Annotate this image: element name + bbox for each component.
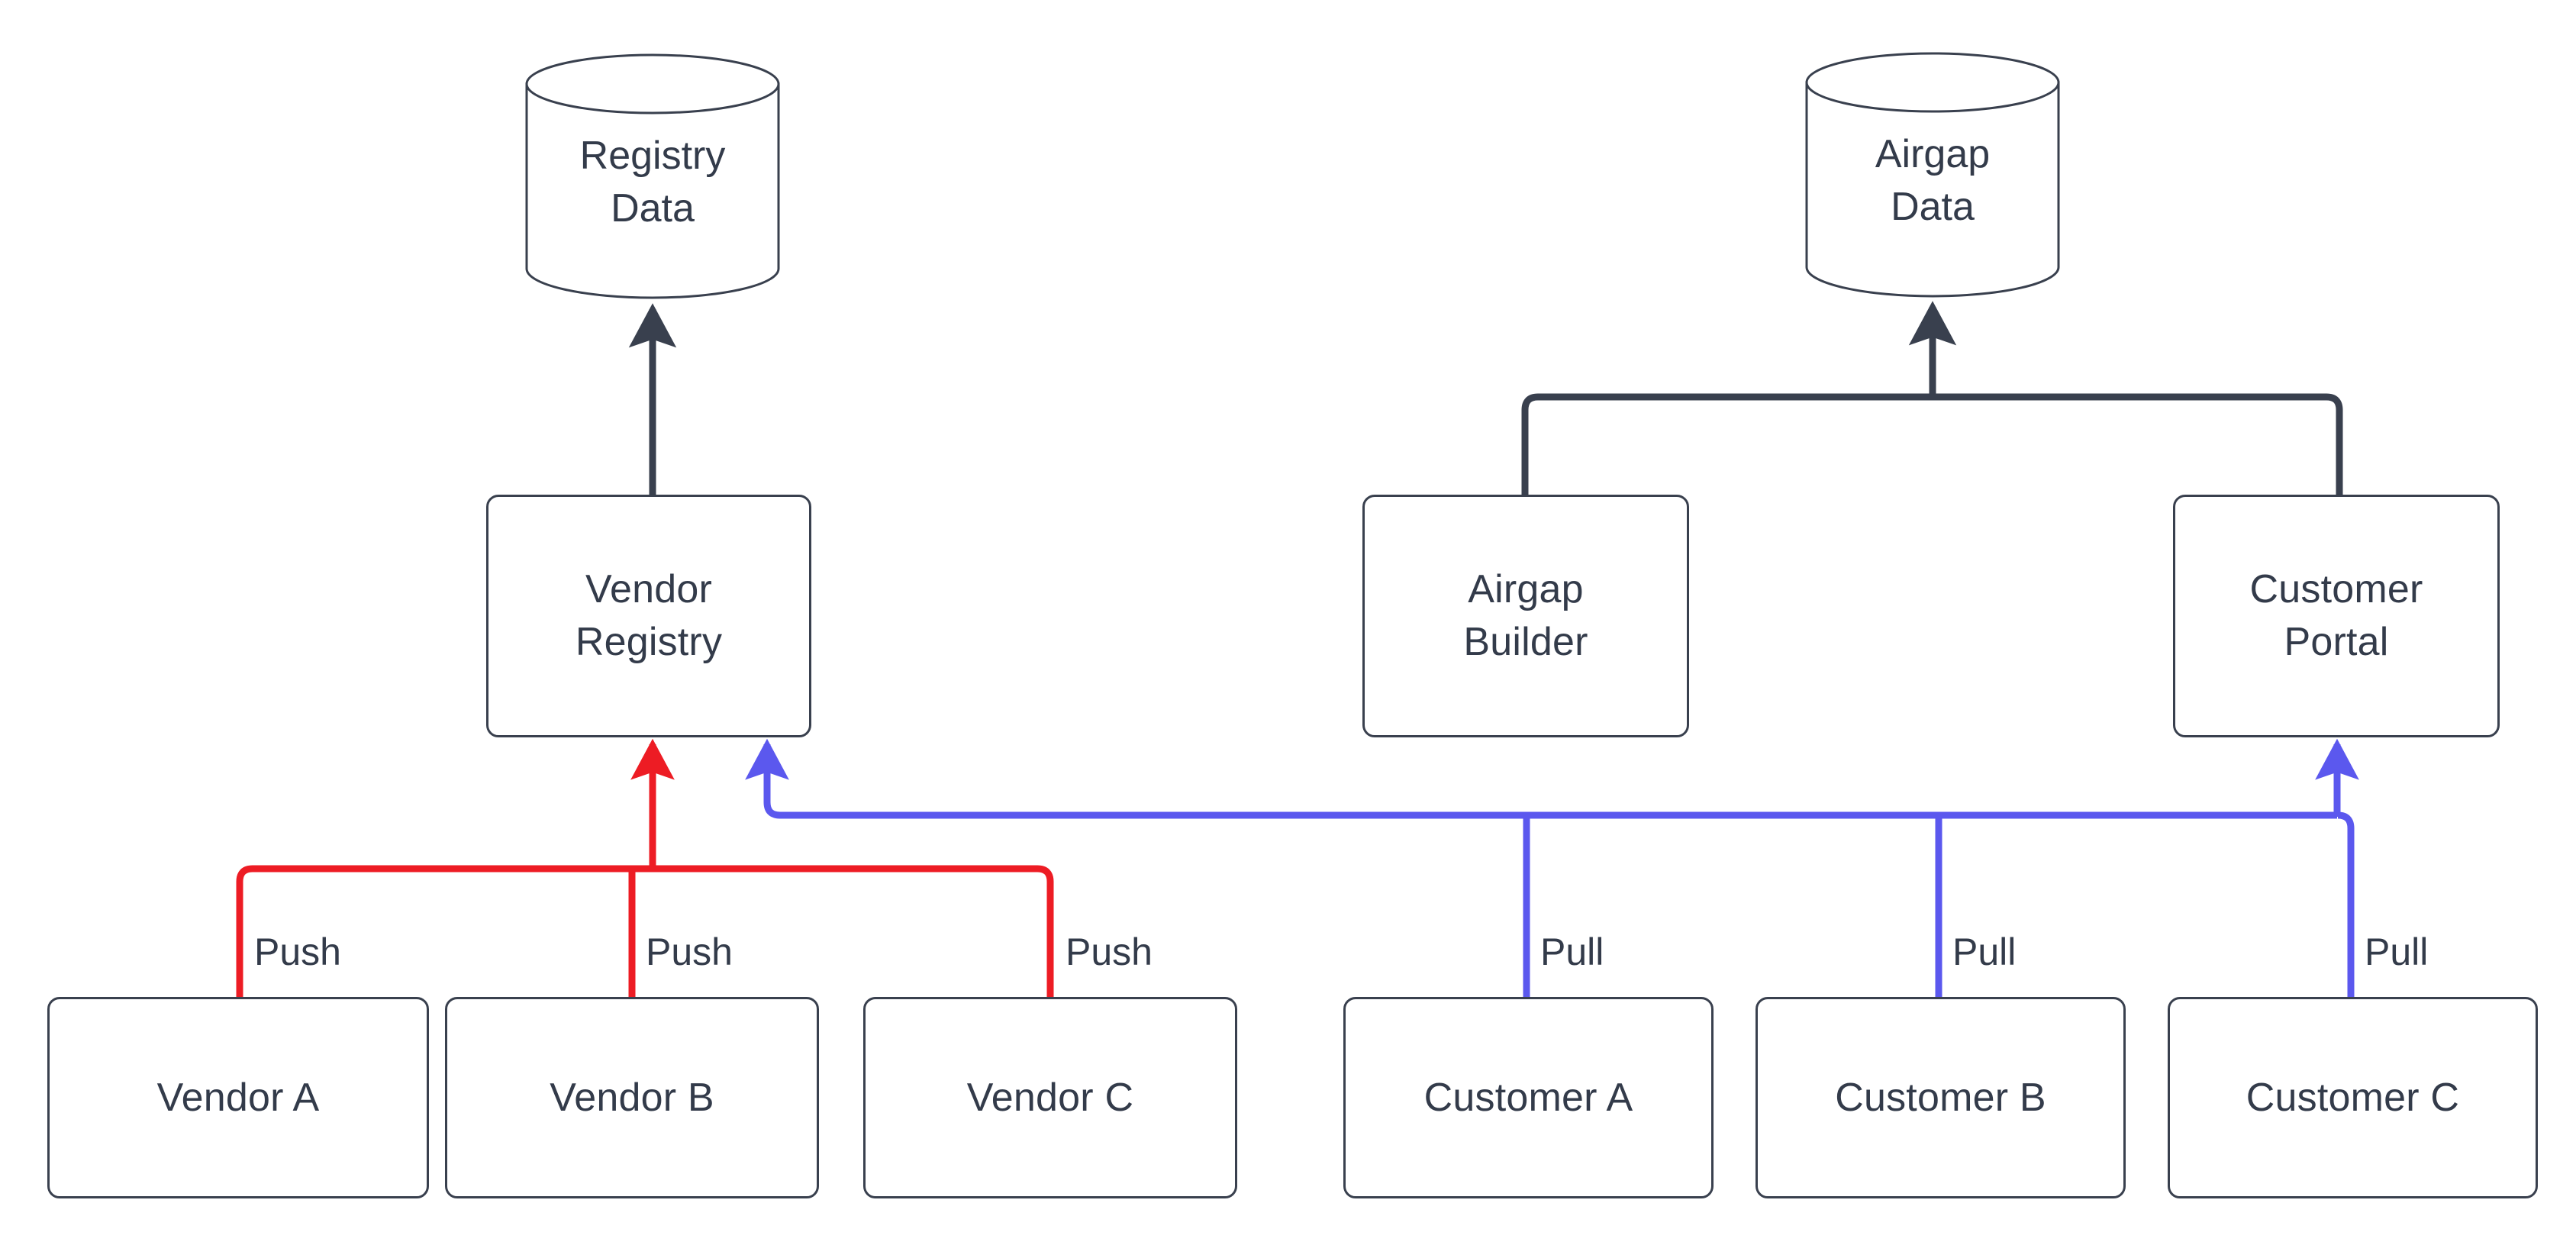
- airgap-data-cylinder-shape: [1805, 52, 2060, 298]
- registry-data-cylinder-shape: [525, 53, 780, 299]
- node-vendor-c[interactable]: Vendor C: [863, 997, 1237, 1198]
- edge-vendor-a-push: [236, 865, 653, 998]
- node-vendor-registry[interactable]: Vendor Registry: [486, 495, 811, 737]
- node-vendor-b[interactable]: Vendor B: [445, 997, 819, 1198]
- node-vendor-b-label: Vendor B: [550, 1075, 714, 1120]
- edge-airgap-builder-to-airgap-data: [1521, 393, 1933, 495]
- edge-customer-portal-to-airgap-data: [1933, 393, 2343, 495]
- node-customer-b-label: Customer B: [1835, 1075, 2046, 1120]
- edge-label-customer-a-pull: Pull: [1540, 931, 1604, 973]
- edge-label-customer-c-pull: Pull: [2365, 931, 2429, 973]
- node-airgap-builder[interactable]: Airgap Builder: [1362, 495, 1689, 737]
- node-customer-b[interactable]: Customer B: [1755, 997, 2126, 1198]
- node-vendor-c-label: Vendor C: [966, 1075, 1134, 1120]
- edge-label-customer-b-pull: Pull: [1952, 931, 2017, 973]
- node-customer-a[interactable]: Customer A: [1343, 997, 1714, 1198]
- node-customer-c[interactable]: Customer C: [2168, 997, 2538, 1198]
- edge-pull-bus-to-vendor-registry: [745, 738, 2337, 819]
- node-vendor-a-label: Vendor A: [156, 1075, 320, 1120]
- edge-customer-c-pull: [2337, 811, 2355, 998]
- edge-label-vendor-b-push: Push: [646, 931, 733, 973]
- node-customer-c-label: Customer C: [2246, 1075, 2460, 1120]
- node-vendor-a[interactable]: Vendor A: [47, 997, 429, 1198]
- node-vendor-registry-label: Vendor Registry: [575, 567, 723, 664]
- node-customer-a-label: Customer A: [1423, 1075, 1633, 1120]
- edge-label-vendor-c-push: Push: [1066, 931, 1153, 973]
- node-customer-portal-label: Customer Portal: [2249, 567, 2423, 664]
- edge-label-vendor-a-push: Push: [254, 931, 341, 973]
- node-airgap-builder-label: Airgap Builder: [1463, 567, 1588, 664]
- edge-vendor-c-push: [653, 865, 1054, 998]
- node-customer-portal[interactable]: Customer Portal: [2173, 495, 2500, 737]
